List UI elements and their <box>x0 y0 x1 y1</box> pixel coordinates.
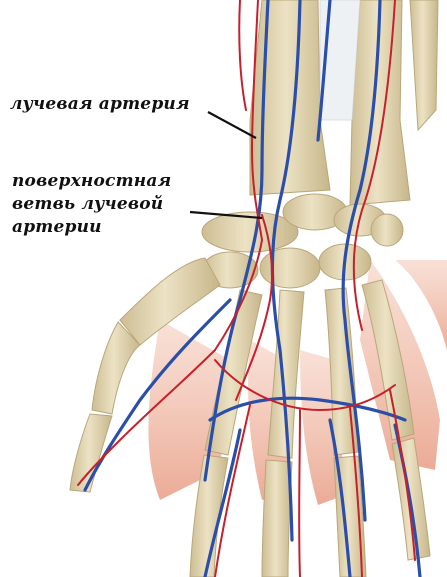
label-radial-artery: лучевая артерия <box>10 93 190 116</box>
artery-digital-2 <box>299 410 300 577</box>
forearm-bones <box>250 0 438 205</box>
label-superficial-line-1: поверхностная <box>12 170 171 193</box>
ulna-right-bone <box>410 0 438 130</box>
artery-forearm-branch <box>239 0 246 110</box>
middle-phalanx <box>262 460 292 577</box>
pisiform-bone <box>371 214 403 246</box>
label-superficial-branch: поверхностная ветвь лучевой артерии <box>12 170 171 239</box>
label-superficial-line-3: артерии <box>12 216 171 239</box>
capitate-bone <box>260 248 320 288</box>
leader-line-radial-artery <box>208 112 256 138</box>
label-superficial-line-2: ветвь лучевой <box>12 193 171 216</box>
